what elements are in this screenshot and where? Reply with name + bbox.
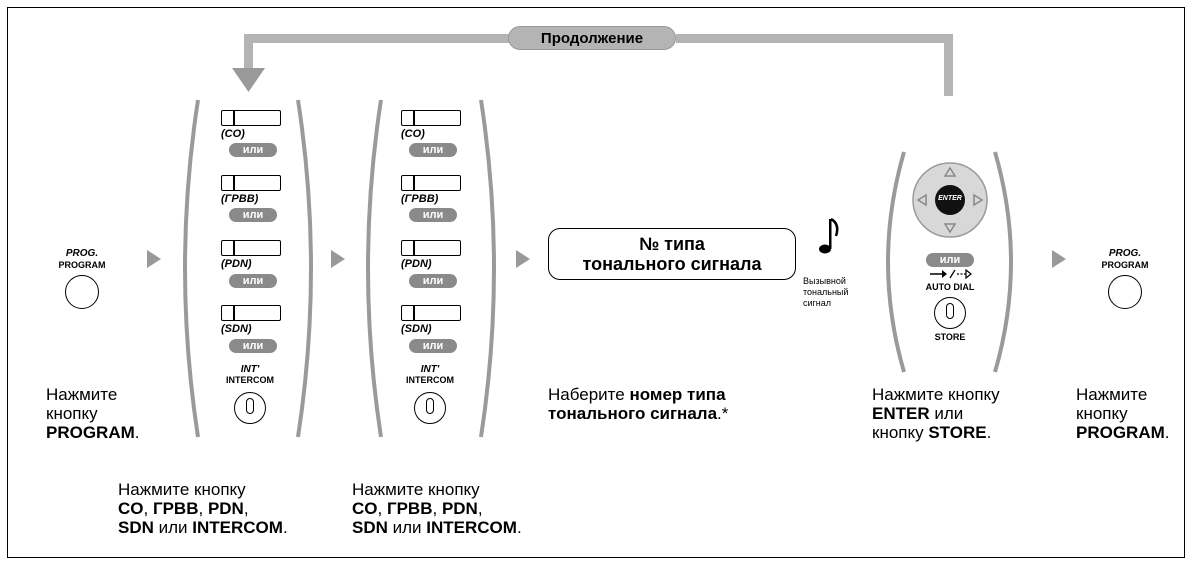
grvv-key[interactable] xyxy=(221,175,281,191)
intercom-button[interactable] xyxy=(414,392,446,424)
program-key-label: PROGRAM xyxy=(58,260,106,270)
or-pill: или xyxy=(409,274,457,288)
diagram-frame xyxy=(7,7,1185,558)
step1-description: Нажмите кнопку PROGRAM. xyxy=(46,385,140,442)
or-pill: или xyxy=(229,208,277,222)
co-key[interactable] xyxy=(401,110,461,126)
grvv-key-label: (ГРВВ) xyxy=(401,193,439,205)
sdn-key-label: (SDN) xyxy=(401,323,432,335)
co-key-label: (CO) xyxy=(401,128,425,140)
flow-arrow xyxy=(331,250,345,268)
step2-description-right: Нажмите кнопку CO, ГРВВ, PDN, SDN или IN… xyxy=(352,480,522,537)
grvv-key-label: (ГРВВ) xyxy=(221,193,259,205)
prog-italic-label: PROG. xyxy=(65,248,99,259)
intercom-label: INTERCOM xyxy=(406,375,454,385)
or-pill: или xyxy=(926,253,974,267)
pdn-key[interactable] xyxy=(401,240,461,256)
or-pill: или xyxy=(409,339,457,353)
step5-description: Нажмите кнопку PROGRAM. xyxy=(1076,385,1170,442)
int-italic-label: INT' xyxy=(420,364,440,375)
flow-arrow xyxy=(516,250,530,268)
or-pill: или xyxy=(409,143,457,157)
flow-arrow xyxy=(1052,250,1066,268)
pdn-key[interactable] xyxy=(221,240,281,256)
program-button-left[interactable] xyxy=(65,275,99,309)
pdn-key-label: (PDN) xyxy=(221,258,252,270)
auto-dial-arrows-icon xyxy=(930,268,972,280)
co-key-label: (CO) xyxy=(221,128,245,140)
program-key-label: PROGRAM xyxy=(1101,260,1149,270)
navigator-pad[interactable] xyxy=(910,160,990,240)
enter-button[interactable]: ENTER xyxy=(938,195,962,202)
program-button-right[interactable] xyxy=(1108,275,1142,309)
int-italic-label: INT' xyxy=(240,364,260,375)
step3-description: Наберите номер типа тонального сигнала.* xyxy=(548,385,729,423)
or-pill: или xyxy=(229,274,277,288)
auto-dial-label: AUTO DIAL xyxy=(925,282,975,292)
step2-description-left: Нажмите кнопку CO, ГРВВ, PDN, SDN или IN… xyxy=(118,480,288,537)
or-pill: или xyxy=(409,208,457,222)
grvv-key[interactable] xyxy=(401,175,461,191)
intercom-button[interactable] xyxy=(234,392,266,424)
music-note-icon xyxy=(819,217,839,254)
pdn-key-label: (PDN) xyxy=(401,258,432,270)
store-button[interactable] xyxy=(934,297,966,329)
prog-italic-label: PROG. xyxy=(1108,248,1142,259)
continuation-label: Продолжение xyxy=(508,26,676,50)
ring-tone-caption: Вызывной тональный сигнал xyxy=(803,276,849,308)
sdn-key[interactable] xyxy=(401,305,461,321)
step4-description: Нажмите кнопку ENTER или кнопку STORE. xyxy=(872,385,1000,442)
or-pill: или xyxy=(229,143,277,157)
sdn-key[interactable] xyxy=(221,305,281,321)
tone-type-number-box: № типа тонального сигнала xyxy=(548,228,796,280)
sdn-key-label: (SDN) xyxy=(221,323,252,335)
intercom-label: INTERCOM xyxy=(226,375,274,385)
or-pill: или xyxy=(229,339,277,353)
flow-arrow xyxy=(147,250,161,268)
co-key[interactable] xyxy=(221,110,281,126)
store-label: STORE xyxy=(934,332,966,342)
